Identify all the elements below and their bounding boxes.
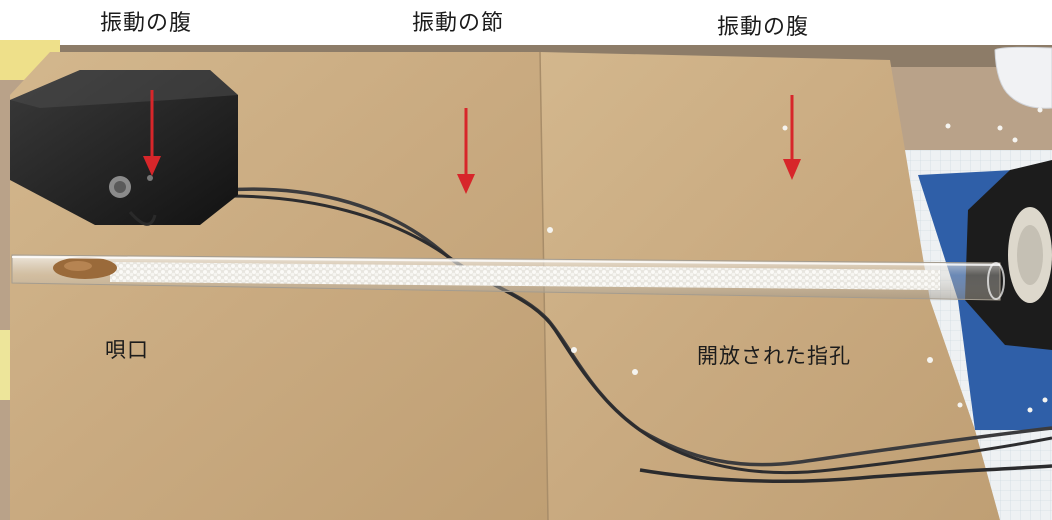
- label-mouthpiece: 唄口: [105, 338, 149, 362]
- label-open-hole: 開放された指孔: [697, 344, 851, 368]
- bead-column: [110, 262, 940, 290]
- down-arrow-icon: [783, 95, 801, 180]
- white-device: [994, 46, 1052, 109]
- scattered-beads: [547, 107, 1048, 413]
- label-antinode-left: 振動の腹: [100, 11, 193, 36]
- down-arrow-icon: [143, 90, 161, 176]
- glass-tube: [11, 254, 1005, 301]
- cable-b: [227, 194, 1052, 475]
- speaker-icon-left: [10, 70, 238, 226]
- label-node-center: 振動の節: [412, 11, 505, 36]
- label-antinode-right: 振動の腹: [717, 15, 810, 40]
- speaker-icon-right: [965, 160, 1052, 350]
- down-arrow-icon: [457, 108, 475, 194]
- cable-c: [639, 464, 1052, 484]
